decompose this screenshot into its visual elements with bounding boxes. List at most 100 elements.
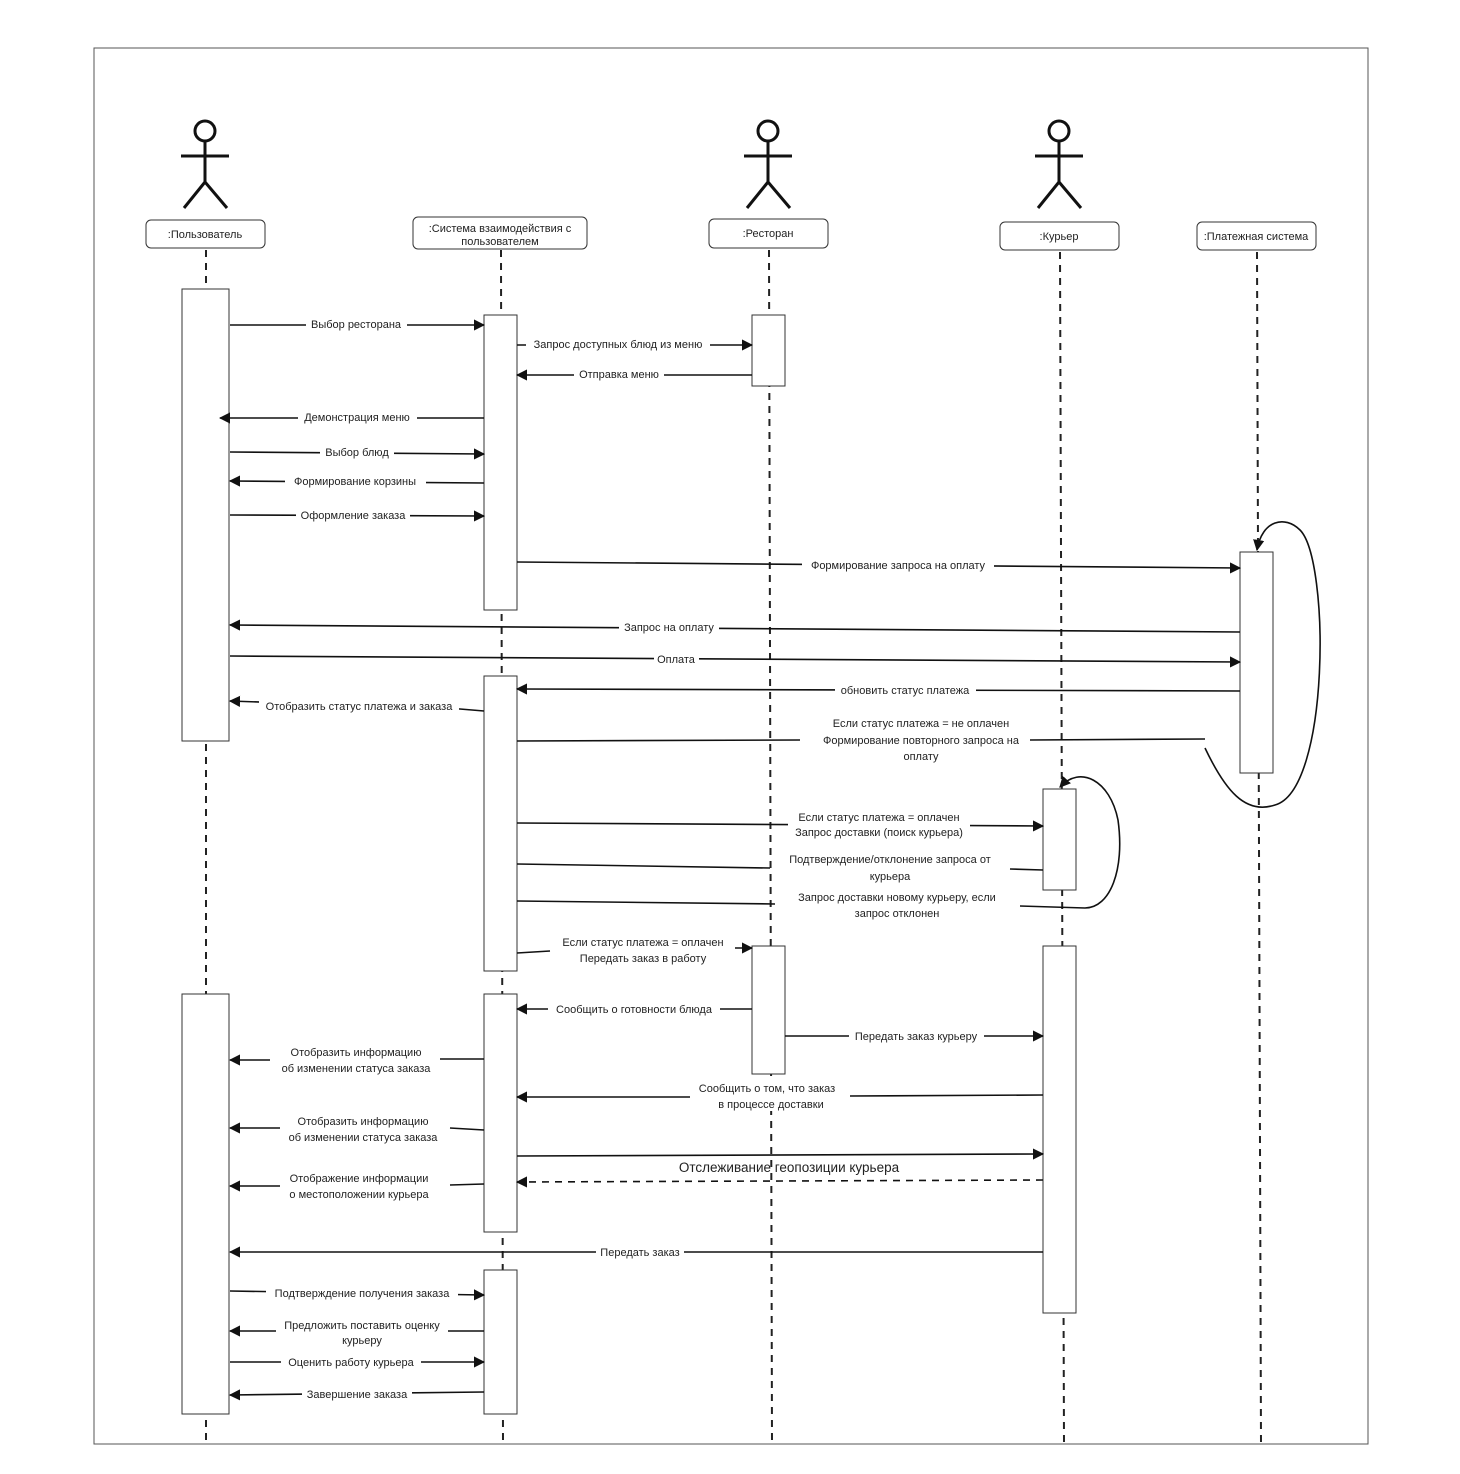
message-label: Сообщить о готовности блюда	[548, 1002, 720, 1017]
message-label: Демонстрация меню	[298, 410, 417, 425]
svg-text:курьеру: курьеру	[342, 1335, 382, 1347]
restaurant-actor-icon	[744, 119, 792, 209]
message-arrow	[229, 655, 1242, 668]
message-arrow	[228, 619, 1241, 633]
message-label: Оценить работу курьера	[281, 1355, 421, 1370]
message-label: Запрос доставки новому курьеру, если зап…	[798, 892, 996, 920]
svg-text:Формирование запроса на оплату: Формирование запроса на оплату	[811, 560, 986, 572]
message-label: Запрос доступных блюд из меню	[526, 337, 710, 352]
svg-text:Передать заказ: Передать заказ	[600, 1247, 679, 1259]
message-line	[449, 1127, 485, 1131]
activation-bar	[483, 675, 518, 972]
participant-label: :Курьер	[1040, 231, 1079, 243]
svg-text:Демонстрация меню: Демонстрация меню	[304, 412, 410, 424]
message-label: Отобразить информацию об изменении стату…	[289, 1116, 439, 1144]
svg-text:Запрос доставки (поиск курьера: Запрос доставки (поиск курьера)	[795, 827, 963, 839]
svg-text:Запрос на оплату: Запрос на оплату	[624, 622, 714, 634]
participant-courier-box	[999, 221, 1120, 251]
participant-label: :Платежная система	[1204, 231, 1309, 243]
activation-bar	[1042, 945, 1077, 1314]
svg-text:Сообщить о том, что заказ: Сообщить о том, что заказ	[699, 1083, 835, 1095]
activation-bar	[483, 314, 518, 611]
self-loop-arrow	[1019, 775, 1121, 909]
svg-text:о местоположении курьера: о местоположении курьера	[289, 1189, 429, 1201]
message-label: Подтверждение/отклонение запроса от курь…	[789, 854, 991, 883]
participant-restaurant-box	[708, 218, 829, 249]
svg-text:запрос отклонен: запрос отклонен	[855, 908, 940, 920]
dashed-return-arrow	[515, 1176, 1044, 1188]
svg-text:Сообщить о готовности блюда: Сообщить о готовности блюда	[556, 1004, 713, 1016]
svg-text:в процессе доставки: в процессе доставки	[718, 1099, 823, 1111]
activation-bar	[181, 993, 230, 1415]
lifeline-payment	[1256, 251, 1262, 1445]
message-label: Отобразить информацию об изменении стату…	[282, 1047, 432, 1075]
svg-text:об изменении статуса заказа: об изменении статуса заказа	[289, 1132, 439, 1144]
svg-text:Предложить поставить оценку: Предложить поставить оценку	[284, 1320, 440, 1332]
participant-payment-box	[1196, 221, 1317, 251]
svg-text:Отобразить информацию: Отобразить информацию	[298, 1116, 429, 1128]
message-label: Формирование запроса на оплату	[802, 558, 994, 573]
message-label: Формирование корзины	[285, 474, 426, 489]
svg-text:Отобразить статус платежа и за: Отобразить статус платежа и заказа	[266, 701, 454, 713]
svg-text:оплату: оплату	[903, 751, 939, 763]
activation-bar	[751, 314, 786, 387]
svg-text:Оплата: Оплата	[657, 654, 696, 666]
message-label: Отслеживание геопозиции курьера	[679, 1160, 900, 1175]
courier-actor-icon	[1035, 119, 1083, 209]
activation-bar	[1042, 788, 1077, 891]
message-line	[1029, 738, 1206, 741]
svg-text:Формирование корзины: Формирование корзины	[294, 476, 416, 488]
activation-bar	[181, 288, 230, 742]
participant-label: пользователем	[461, 236, 538, 248]
svg-text:Выбор ресторана: Выбор ресторана	[311, 319, 402, 331]
svg-text:Оформление заказа: Оформление заказа	[301, 510, 407, 522]
message-label: Отобразить статус платежа и заказа	[259, 699, 459, 714]
message-label: Предложить поставить оценку курьеру	[276, 1318, 448, 1348]
message-line	[449, 1183, 485, 1186]
svg-text:Отобразить информацию: Отобразить информацию	[291, 1047, 422, 1059]
message-label: Если статус платежа = не оплачен Формиро…	[823, 718, 1020, 763]
svg-text:Запрос доступных блюд из меню: Запрос доступных блюд из меню	[534, 339, 703, 351]
svg-text:Подтверждение получения заказа: Подтверждение получения заказа	[275, 1288, 451, 1300]
svg-text:обновить статус платежа: обновить статус платежа	[841, 685, 970, 697]
message-label: Отправка меню	[574, 367, 664, 382]
svg-text:Формирование повторного запрос: Формирование повторного запроса на	[823, 735, 1020, 747]
participant-label: :Пользователь	[168, 229, 243, 241]
svg-text:Отслеживание геопозиции курьер: Отслеживание геопозиции курьера	[679, 1160, 900, 1175]
svg-text:об изменении статуса заказа: об изменении статуса заказа	[282, 1063, 432, 1075]
participant-label: :Ресторан	[743, 228, 794, 240]
message-line	[1009, 868, 1044, 871]
message-label: Подтверждение получения заказа	[266, 1286, 458, 1301]
message-label: Выбор ресторана	[306, 317, 407, 332]
activation-bar	[483, 1269, 518, 1415]
message-label: Оплата	[654, 652, 699, 667]
svg-text:Выбор блюд: Выбор блюд	[325, 447, 389, 459]
activation-bar	[1239, 551, 1274, 774]
svg-text:Если статус платежа = оплачен: Если статус платежа = оплачен	[562, 937, 723, 949]
message-label: Оформление заказа	[296, 508, 410, 523]
svg-text:Если статус платежа = оплачен: Если статус платежа = оплачен	[798, 812, 959, 824]
user-actor-icon	[181, 119, 229, 209]
message-label: Сообщить о том, что заказ в процессе дос…	[690, 1081, 850, 1111]
svg-text:Оценить работу курьера: Оценить работу курьера	[288, 1357, 414, 1369]
message-label: Завершение заказа	[302, 1387, 412, 1402]
svg-text:Передать заказ курьеру: Передать заказ курьеру	[855, 1031, 978, 1043]
svg-text:курьера: курьера	[870, 871, 911, 883]
activation-bar	[483, 993, 518, 1233]
diagram-frame	[93, 47, 1369, 1445]
svg-text:Завершение заказа: Завершение заказа	[307, 1389, 408, 1401]
message-label: Передать заказ курьеру	[849, 1029, 984, 1044]
message-label: Отображение информации о местоположении …	[289, 1173, 429, 1201]
lifeline-restaurant	[768, 249, 773, 1445]
participant-label: :Система взаимодействия с	[429, 223, 572, 235]
self-loop-arrow	[1204, 521, 1321, 808]
message-label: Выбор блюд	[320, 445, 394, 460]
svg-text:Отображение информации: Отображение информации	[290, 1173, 429, 1185]
message-line	[516, 863, 771, 869]
message-arrow	[516, 1148, 1045, 1160]
message-label: Если статус платежа = оплачен Передать з…	[562, 937, 723, 965]
participant-user-box	[145, 219, 266, 249]
svg-text:Если статус платежа = не оплач: Если статус платежа = не оплачен	[833, 718, 1009, 730]
message-line	[516, 900, 776, 905]
